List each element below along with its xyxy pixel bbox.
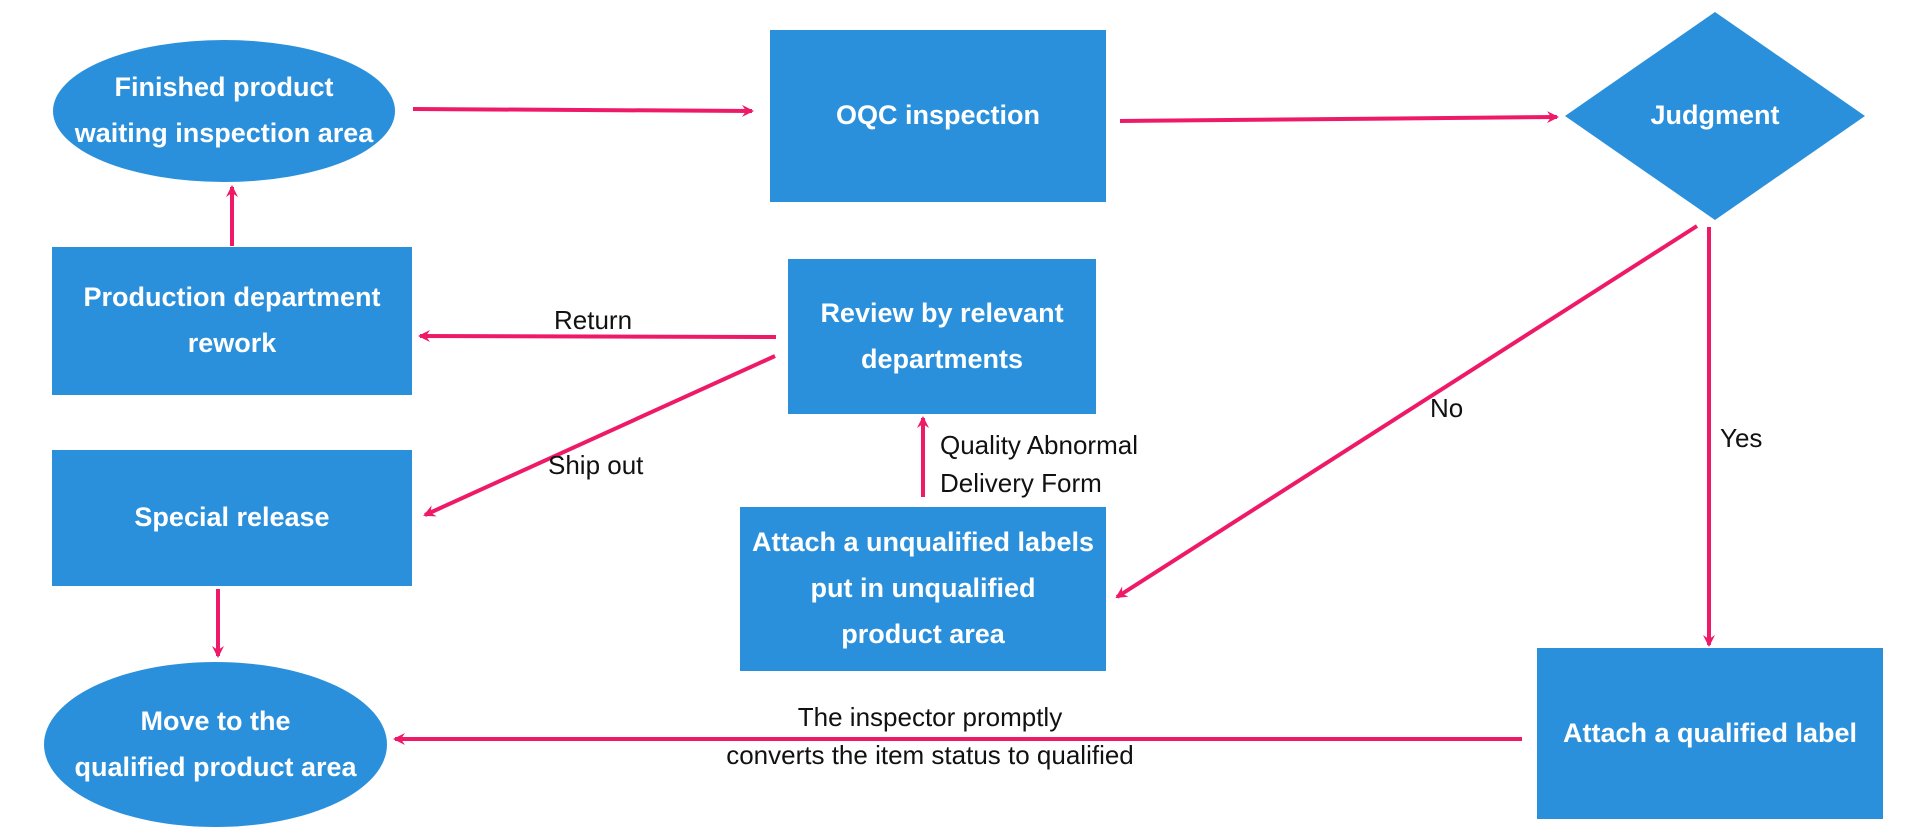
node-judgment-text: Judgment <box>1650 100 1780 131</box>
edge-label-inspector: The inspector promptly converts the item… <box>726 702 1134 770</box>
edge-label-yes: Yes <box>1720 423 1763 453</box>
node-oqc-text: OQC inspection <box>835 100 1041 131</box>
arrow-review-to-rework <box>418 330 777 343</box>
edge-label-quality-form: Quality Abnormal Delivery Form <box>940 430 1138 498</box>
node-qualified-area-text: Move to the qualified product area <box>74 705 357 782</box>
arrow-review-to-special <box>423 354 776 517</box>
node-production-rework: Production department rework <box>52 247 412 395</box>
edge-label-ship-out: Ship out <box>548 450 644 480</box>
node-special-text: Special release <box>134 502 330 533</box>
node-unqualified-text: Attach a unqualified labels put in unqua… <box>751 527 1095 649</box>
node-qualified-label: Attach a qualified label <box>1537 648 1883 819</box>
node-special-release: Special release <box>52 450 412 586</box>
node-finished-text: Finished product waiting inspection area <box>74 72 374 148</box>
node-review-departments: Review by relevant departments <box>788 259 1096 414</box>
node-unqualified-labels: Attach a unqualified labels put in unqua… <box>740 507 1106 671</box>
diamond-shape <box>1565 12 1865 220</box>
edge-label-no: No <box>1430 393 1464 423</box>
node-judgment-diamond: Judgment <box>1565 12 1865 220</box>
node-oqc-inspection: OQC inspection <box>770 30 1106 202</box>
node-rework-text: Production department rework <box>83 282 381 358</box>
node-qualified-label-text: Attach a qualified label <box>1562 717 1858 748</box>
edge-label-return: Return <box>554 305 633 335</box>
node-finished-product-waiting: Finished product waiting inspection area <box>53 40 395 182</box>
node-review-text: Review by relevant departments <box>820 297 1064 374</box>
arrow-oqc-to-judgment <box>1119 111 1559 124</box>
arrow-finished-to-oqc <box>412 104 754 117</box>
node-qualified-product-area: Move to the qualified product area <box>44 662 387 827</box>
arrow-judgment-no <box>1115 224 1699 599</box>
